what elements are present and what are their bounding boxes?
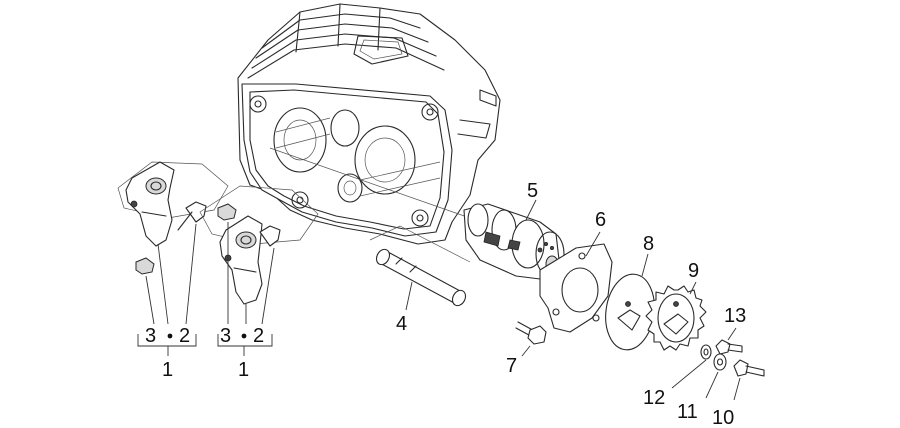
callout-10: 10 <box>712 407 734 428</box>
callout-7: 7 <box>506 355 517 377</box>
camshaft-plate <box>539 231 613 333</box>
bolt-10 <box>733 359 765 401</box>
rocker-shaft <box>369 225 471 311</box>
callout-4: 4 <box>396 313 407 335</box>
camshaft <box>269 147 565 281</box>
plate-bolt <box>515 321 547 357</box>
callout-3-left: 3 <box>145 325 156 347</box>
bolt-13 <box>715 327 743 355</box>
callout-13: 13 <box>724 305 746 327</box>
callout-2-left: 2 <box>179 325 190 347</box>
callout-1-right: 1 <box>238 359 249 381</box>
washer-11 <box>705 353 727 399</box>
callout-12: 12 <box>643 387 665 409</box>
timing-sprocket <box>645 281 707 351</box>
callout-11: 11 <box>677 401 698 423</box>
callout-5: 5 <box>527 180 538 202</box>
rocker-arm-assembly-right <box>199 185 319 356</box>
callout-9: 9 <box>688 260 699 282</box>
callout-1-left: 1 <box>162 359 173 381</box>
rocker-arm-assembly-left <box>117 161 229 356</box>
callout-labels: 3 2 1 3 2 1 4 5 6 7 8 9 13 12 11 10 <box>145 180 746 428</box>
cylinder-head <box>237 3 501 245</box>
callout-2-right: 2 <box>253 325 264 347</box>
washer-12 <box>671 344 712 389</box>
callout-6: 6 <box>595 209 606 231</box>
callout-8: 8 <box>643 233 654 255</box>
callout-3-right: 3 <box>220 325 231 347</box>
